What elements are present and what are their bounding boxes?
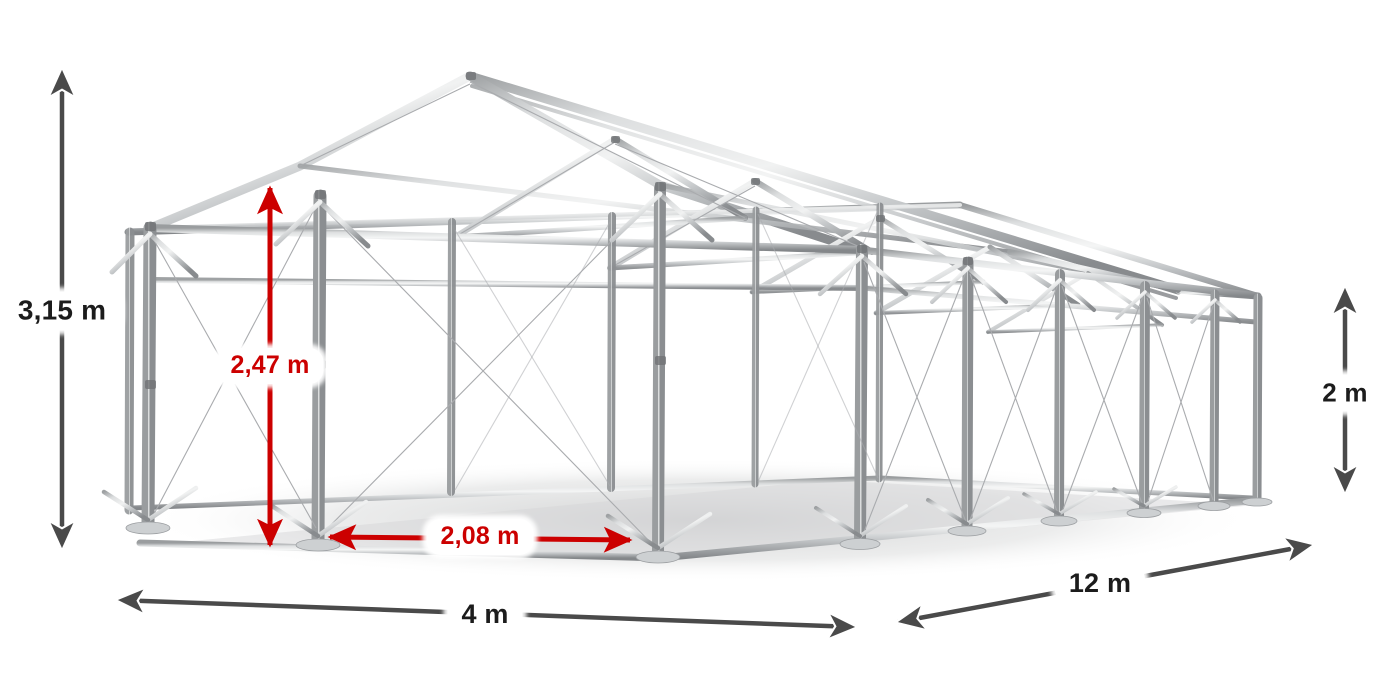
base-feet	[101, 485, 1273, 564]
dimension-label-bay-spacing: 2,08 m	[426, 519, 534, 555]
dimension-label-width: 4 m	[447, 596, 523, 634]
dimension-label-length: 12 m	[1054, 565, 1146, 603]
front-posts	[141, 182, 1263, 558]
wall-bracing-cables	[153, 195, 1214, 549]
dimension-label-side-height: 2,47 m	[216, 348, 324, 384]
dimension-label-total-height: 3,15 m	[3, 291, 121, 331]
dimension-label-eave-height: 2 m	[1308, 374, 1382, 412]
post-head-braces	[109, 191, 1242, 324]
joint-collars	[145, 72, 973, 389]
rear-posts	[124, 202, 884, 515]
